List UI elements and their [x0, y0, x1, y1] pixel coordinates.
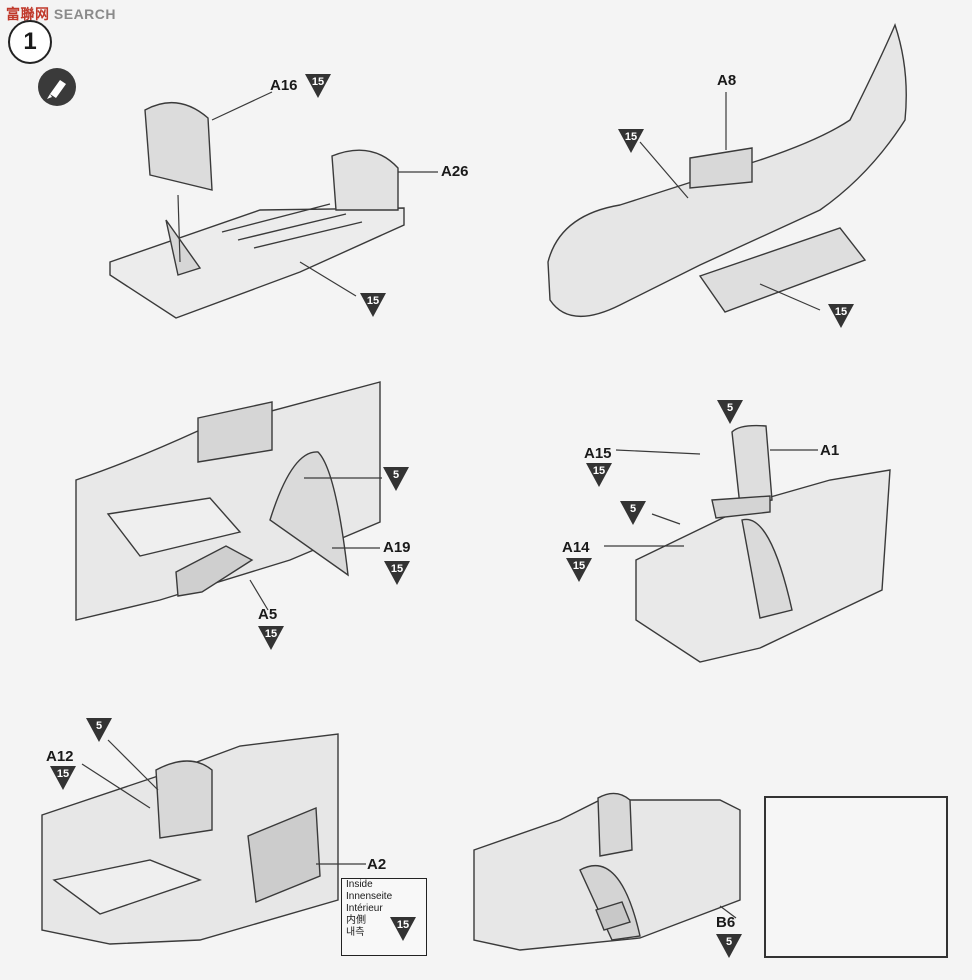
part-label-a15: A15: [584, 445, 612, 462]
paint-code-15: 15: [258, 626, 284, 652]
paint-code-15: 15: [384, 561, 410, 587]
watermark-en: SEARCH: [53, 6, 117, 22]
paint-code-5: 5: [620, 501, 646, 527]
step-number: 1: [8, 20, 52, 64]
part-label-a1: A1: [820, 442, 840, 459]
watermark: 富聯网 SEARCH: [6, 4, 116, 24]
part-label-a5: A5: [258, 606, 278, 623]
cement-glue-icon: [38, 68, 76, 106]
paint-code-15: 15: [390, 917, 420, 943]
inside-note-jp: 内側: [346, 915, 366, 926]
instrument-panel-inset: [764, 796, 948, 958]
inside-note-kr: 내측: [346, 927, 365, 938]
paint-code-15: 15: [586, 463, 612, 489]
inside-note-de: Innenseite: [346, 891, 393, 902]
part-label-a19: A19: [383, 539, 411, 556]
paint-code-15: 15: [828, 304, 854, 330]
paint-code-5: 5: [383, 467, 409, 493]
part-label-a16: A16: [270, 77, 298, 94]
part-label-a12: A12: [46, 748, 74, 765]
part-label-a14: A14: [562, 539, 590, 556]
watermark-cn: 富聯网: [6, 6, 50, 22]
part-label-a2: A2: [367, 856, 387, 873]
paint-code-15: 15: [50, 766, 76, 792]
part-label-b6: B6: [716, 914, 736, 931]
paint-code-15: 15: [566, 558, 592, 584]
inside-note: Inside Innenseite Intérieur 内側 내측 15: [341, 878, 427, 956]
inside-note-fr: Intérieur: [346, 903, 383, 914]
paint-code-15: 15: [305, 74, 331, 100]
paint-code-15: 15: [360, 293, 386, 319]
paint-code-5: 5: [716, 934, 742, 960]
part-label-a8: A8: [717, 72, 737, 89]
inside-note-en: Inside: [346, 879, 373, 890]
paint-code-5: 5: [717, 400, 743, 426]
part-label-a26: A26: [441, 163, 469, 180]
paint-code-15: 15: [618, 129, 644, 155]
paint-code-5: 5: [86, 718, 112, 744]
